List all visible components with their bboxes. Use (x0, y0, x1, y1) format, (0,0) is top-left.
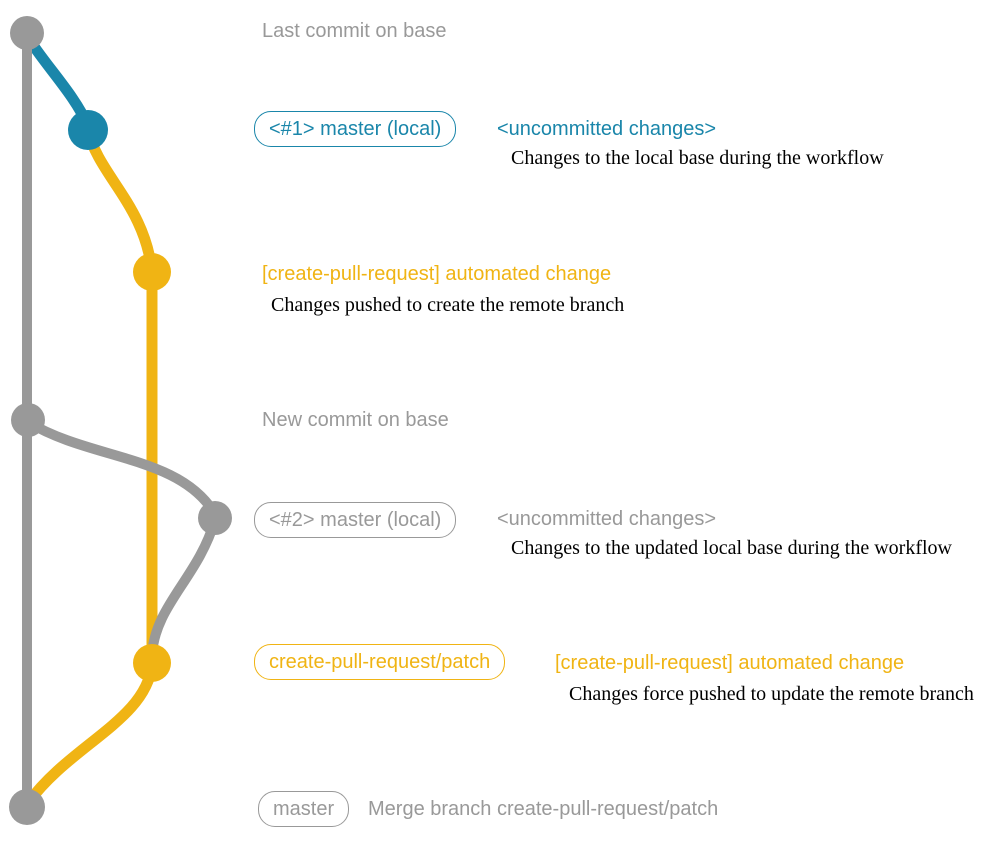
note-new-commit-on-base: New commit on base (262, 409, 449, 431)
detail-automated-change-2: Changes force pushed to update the remot… (569, 683, 974, 705)
commit-node-automated-change-1 (133, 253, 171, 291)
merge-line-patch-into-master (22, 659, 158, 809)
note-merge-branch: Merge branch create-pull-request/patch (368, 798, 719, 820)
commit-node-uncommitted-changes-1 (68, 110, 108, 150)
branch-label-master-local-1: <#1> master (local) (254, 111, 457, 147)
heading-automated-change-2: [create-pull-request] automated change (555, 652, 905, 674)
detail-uncommitted-changes-2: Changes to the updated local base during… (511, 537, 952, 559)
patch-branch-line (82, 124, 158, 669)
local-master2-branch-line-in (147, 515, 220, 660)
note-last-commit-on-base: Last commit on base (262, 20, 447, 42)
commit-node-uncommitted-changes-2 (198, 501, 232, 535)
heading-uncommitted-changes-2: <uncommitted changes> (497, 508, 717, 530)
detail-uncommitted-changes-1: Changes to the local base during the wor… (511, 147, 884, 169)
branch-label-master: master (258, 791, 350, 827)
branch-label-create-pull-request-patch: create-pull-request/patch (254, 644, 506, 680)
commit-node-last-commit-on-base (10, 16, 44, 50)
local-master2-branch-line-out (23, 417, 220, 519)
commit-graph (9, 16, 232, 825)
commit-node-new-commit-on-base (11, 403, 45, 437)
heading-automated-change-1: [create-pull-request] automated change (262, 263, 612, 285)
heading-uncommitted-changes-1: <uncommitted changes> (497, 118, 717, 140)
detail-automated-change-1: Changes pushed to create the remote bran… (271, 294, 625, 316)
branch-label-master-local-2: <#2> master (local) (254, 502, 457, 538)
commit-node-merge (9, 789, 45, 825)
